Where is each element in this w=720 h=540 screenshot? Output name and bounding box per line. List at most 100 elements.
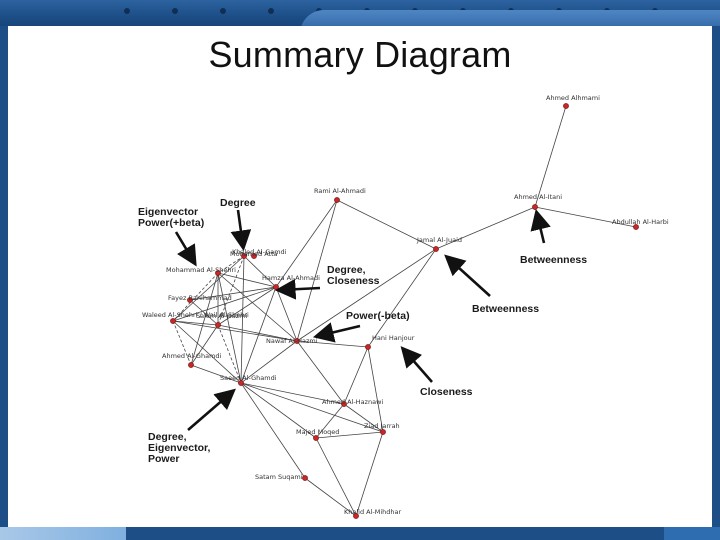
network-node[interactable] (633, 224, 639, 230)
annotation-arrow (174, 231, 197, 267)
network-node[interactable] (188, 362, 194, 368)
annotation-betweenness-top: Betweenness (520, 254, 587, 266)
slide-title: Summary Diagram (208, 34, 512, 75)
network-node[interactable] (170, 318, 176, 324)
network-edge (534, 105, 567, 208)
network-node[interactable] (334, 197, 340, 203)
annotation-degree-closeness: Degree,Closeness (327, 264, 380, 287)
network-node[interactable] (433, 246, 439, 252)
node-label: Hamza Al-Ahmadi (262, 274, 320, 282)
network-edge (275, 286, 298, 342)
network-node[interactable] (251, 253, 257, 259)
node-label: Salem Al-Hazmi (196, 312, 248, 320)
network-edge (343, 403, 384, 433)
network-edge (435, 206, 536, 250)
network-edge (217, 255, 245, 326)
node-label: Ahmed Al-Ghamdi (162, 352, 222, 360)
network-edge (315, 437, 357, 517)
network-node[interactable] (365, 344, 371, 350)
annotation-arrow (274, 278, 321, 300)
left-frame-bar (0, 26, 8, 540)
node-label: Khaled Al-Gamdi (232, 248, 287, 256)
network-edge (189, 286, 277, 301)
network-edge (240, 382, 384, 433)
node-label: Majed Moqed (296, 428, 339, 436)
node-label: Rami Al-Ahmadi (314, 187, 366, 195)
node-label: Ahmed Al-Itani (514, 193, 562, 201)
annotation-arrow (312, 322, 361, 343)
network-node[interactable] (353, 513, 359, 519)
network-node[interactable] (187, 297, 193, 303)
network-node[interactable] (215, 322, 221, 328)
network-edge (240, 382, 345, 405)
network-node[interactable] (215, 270, 221, 276)
node-label: Ahmed Alhmami (546, 94, 600, 102)
network-node[interactable] (341, 401, 347, 407)
network-edge (172, 320, 219, 326)
network-edge (296, 199, 338, 342)
annotation-closeness: Closeness (420, 386, 473, 398)
network-node[interactable] (313, 435, 319, 441)
network-edge (240, 340, 298, 384)
network-edge (190, 364, 242, 384)
network-edge (172, 320, 192, 366)
network-edge (217, 272, 277, 288)
network-edge (296, 340, 369, 348)
network-edge (217, 255, 245, 274)
network-edge (534, 206, 637, 228)
network-edge (217, 324, 298, 342)
annotation-betweenness-mid: Betweenness (472, 303, 539, 315)
network-edge (190, 272, 219, 366)
network-edge (172, 255, 245, 322)
network-edge (355, 431, 384, 517)
node-label: Mohammad Al-Shehri (166, 266, 236, 274)
network-edge (367, 346, 384, 433)
node-label: Mohamed Atta (230, 250, 278, 258)
network-node[interactable] (563, 103, 569, 109)
network-edge (315, 431, 384, 439)
right-frame-bar (712, 26, 720, 540)
network-edge (172, 286, 277, 322)
decor-dot (172, 8, 178, 14)
network-edge (336, 199, 437, 250)
network-edge (304, 477, 357, 517)
network-edge (296, 340, 345, 405)
slide-canvas (8, 26, 712, 527)
bottom-left-accent (0, 527, 126, 540)
network-edge (243, 255, 277, 288)
network-edge (240, 255, 245, 384)
network-edge (275, 199, 338, 288)
network-edge (240, 382, 317, 439)
network-edge (343, 346, 369, 405)
network-node[interactable] (241, 253, 247, 259)
network-edge (189, 299, 219, 326)
node-label: Nawaf Al-Hazmi (266, 337, 318, 345)
annotation-arrow (530, 208, 551, 244)
node-label: Ahmed Al-Haznawi (322, 398, 383, 406)
annotation-degree-eig-power: Degree,Eigenvector,Power (148, 431, 211, 465)
network-edge (240, 382, 306, 479)
network-node[interactable] (294, 338, 300, 344)
network-node[interactable] (302, 475, 308, 481)
network-node[interactable] (380, 429, 386, 435)
network-edge (315, 403, 345, 439)
network-edge (172, 272, 219, 322)
network-node[interactable] (238, 380, 244, 386)
network-node[interactable] (273, 284, 279, 290)
network-node[interactable] (532, 204, 538, 210)
annotation-degree: Degree (220, 197, 256, 209)
annotation-arrow (400, 346, 433, 383)
network-edge (217, 286, 277, 326)
node-label: Satam Suqami (255, 473, 303, 481)
node-label: Abdullah Al-Harbi (612, 218, 669, 226)
node-label: Khalid Al-Mihdhar (344, 508, 402, 516)
node-label: Ziad Jarrah (364, 422, 400, 430)
annotation-power-neg: Power(-beta) (346, 310, 410, 322)
network-edge (217, 272, 298, 342)
network-edge (217, 324, 242, 384)
annotation-arrow (187, 388, 236, 431)
